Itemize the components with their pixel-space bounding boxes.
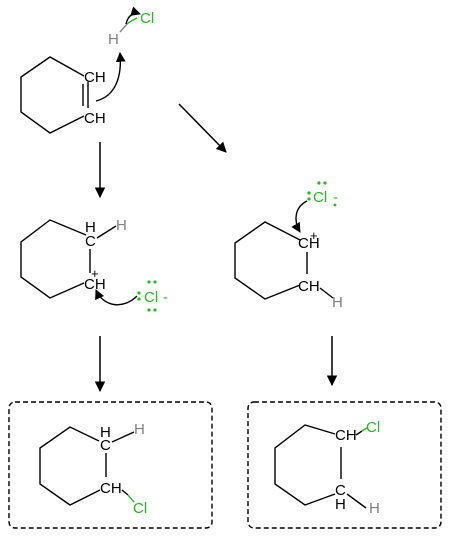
bond-c-cl-green xyxy=(361,427,368,432)
ring-bonds xyxy=(234,221,301,300)
ring-bonds xyxy=(39,426,101,506)
lone-pair xyxy=(317,181,321,185)
chloride-ion: Cl xyxy=(144,289,158,306)
atom-ch-upper: CH xyxy=(335,427,357,444)
product-box-left xyxy=(8,401,213,529)
charge-plus: + xyxy=(91,266,99,281)
atom-h-on-c: H xyxy=(100,424,111,441)
atom-h-outer: H xyxy=(134,421,145,438)
lone-pair xyxy=(147,280,151,284)
atom-h-on-c: H xyxy=(335,496,346,513)
atom-h: H xyxy=(108,31,119,48)
atom-c-lower: C xyxy=(335,482,346,499)
ring-bonds xyxy=(20,219,87,299)
bond-c-h xyxy=(96,225,117,239)
atom-h-outer: H xyxy=(116,217,127,234)
arrow-down-right xyxy=(178,103,227,153)
atom-ch-upper: CH xyxy=(84,69,106,86)
charge-plus: + xyxy=(310,228,318,243)
atom-c-upper: C xyxy=(100,437,111,454)
arrow-cl-to-c xyxy=(291,200,308,233)
h-cl-bond-cl xyxy=(127,17,138,24)
atom-ch-lower: CH xyxy=(298,278,320,295)
atom-cl: Cl xyxy=(133,500,147,517)
product-box-right xyxy=(247,401,442,529)
bond-c-cl-black xyxy=(355,430,363,436)
atom-c-upper: C xyxy=(85,233,96,250)
atom-ch-cation: CH xyxy=(298,235,320,252)
atom-ch: CH xyxy=(100,480,122,497)
bond-c-h xyxy=(346,493,367,509)
atom-cl: Cl xyxy=(366,419,380,436)
cyclohexene-hcl: CH CH H Cl xyxy=(20,6,154,134)
h-cl-bond-h xyxy=(119,22,129,33)
charge-minus: - xyxy=(333,189,338,206)
bond-c-h xyxy=(111,431,135,443)
bond-c-h xyxy=(319,287,334,299)
carbocation-left: C H H CH + Cl - xyxy=(20,217,168,312)
chloride-ion: Cl xyxy=(313,189,327,206)
atom-h-outer: H xyxy=(332,294,343,311)
ring-bonds xyxy=(20,56,85,134)
atom-ch-lower: CH xyxy=(84,110,106,127)
arrow-cl-to-c xyxy=(95,289,138,306)
bond-c-cl-black xyxy=(121,489,129,496)
atom-h-on-c: H xyxy=(85,219,96,236)
chlorocyclohexane-right: CH Cl C H H xyxy=(274,419,380,517)
atom-ch-cation: CH xyxy=(84,276,106,293)
carbocation-right: CH + CH H Cl - xyxy=(234,181,343,311)
chlorocyclohexane-left: C H H CH Cl xyxy=(39,421,147,517)
arrow-h-cl-bond xyxy=(125,6,141,25)
bond-c-cl-green xyxy=(127,494,135,503)
atom-h-outer: H xyxy=(369,500,380,517)
ring-bonds xyxy=(274,424,336,506)
charge-minus: - xyxy=(163,289,168,306)
arrow-pi-to-h xyxy=(95,52,126,102)
atom-cl: Cl xyxy=(140,10,154,27)
